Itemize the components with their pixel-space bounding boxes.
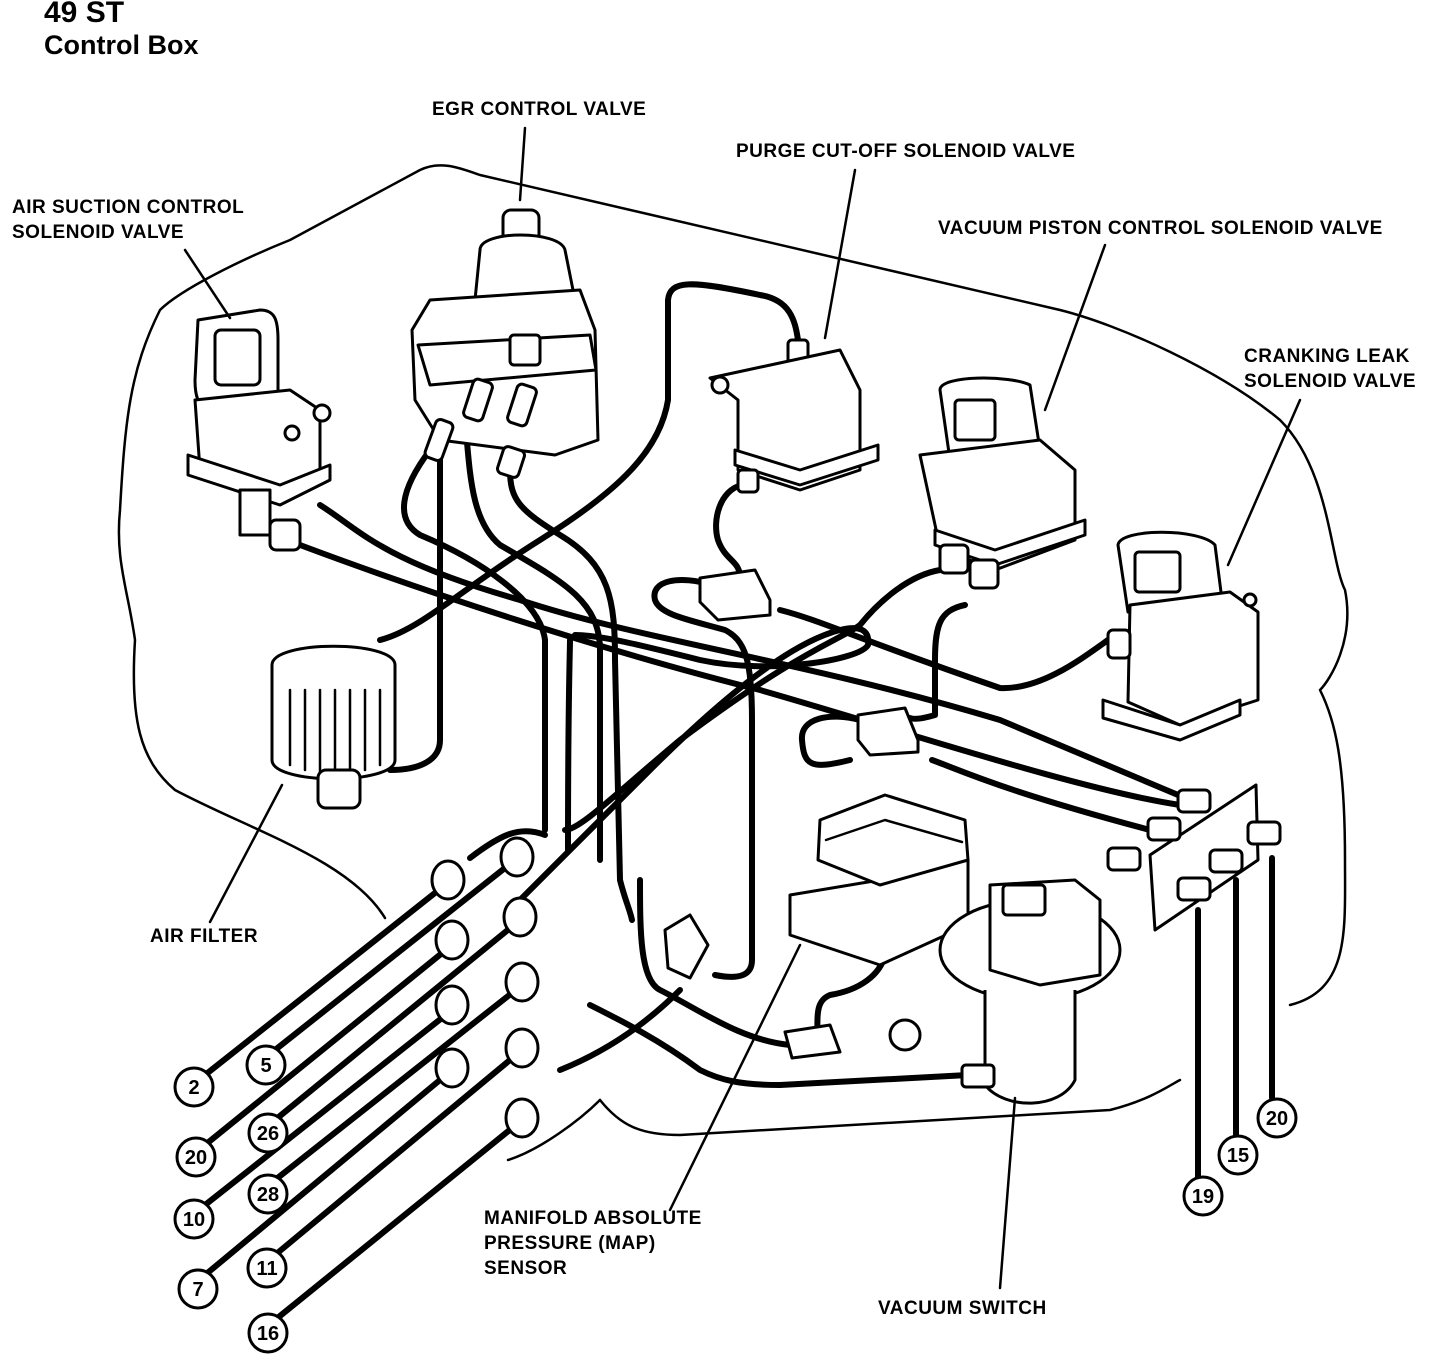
port-circle-ring bbox=[173, 1198, 215, 1240]
port-number: 19 bbox=[1192, 1186, 1214, 1208]
control-box-base-edge bbox=[598, 1078, 1182, 1137]
port-circle-p20-left: 20 bbox=[175, 1136, 217, 1178]
label-purge-cut-off-solenoid-valve: PURGE CUT-OFF SOLENOID VALVE bbox=[736, 141, 1076, 162]
port-number: 7 bbox=[192, 1279, 203, 1301]
port-circle-ring bbox=[246, 1247, 288, 1289]
label-cranking-leak-solenoid-valve: CRANKING LEAK SOLENOID VALVE bbox=[1244, 346, 1417, 392]
label-vacuum-piston-control-solenoid-valve: VACUUM PISTON CONTROL SOLENOID VALVE bbox=[938, 218, 1383, 239]
vacuum-hoses bbox=[297, 281, 1275, 1183]
port-circle-ring bbox=[177, 1268, 219, 1310]
vacuum-switch bbox=[938, 878, 1122, 1105]
label-vacuum-switch: VACUUM SWITCH bbox=[878, 1298, 1047, 1319]
port-number: 20 bbox=[1266, 1108, 1288, 1130]
port-circle-ring bbox=[247, 1173, 289, 1215]
port-number: 10 bbox=[183, 1209, 205, 1231]
air-filter bbox=[270, 644, 397, 810]
port-circle-p2: 2 bbox=[173, 1066, 215, 1108]
port-circle-ring bbox=[245, 1044, 287, 1086]
diagram-title: 49 ST bbox=[44, 0, 125, 29]
map-sensor bbox=[788, 793, 970, 967]
hose-tee-fittings bbox=[663, 568, 922, 1060]
port-circle-ring bbox=[1182, 1175, 1224, 1217]
cranking-leak-solenoid-valve bbox=[1101, 530, 1260, 742]
port-circle-ring bbox=[247, 1312, 289, 1354]
air-suction-control-solenoid-valve bbox=[186, 308, 332, 552]
port-number: 16 bbox=[257, 1323, 279, 1345]
port-circle-ring bbox=[175, 1136, 217, 1178]
label-map-sensor: MANIFOLD ABSOLUTE PRESSURE (MAP) SENSOR bbox=[484, 1208, 702, 1279]
label-air-filter: AIR FILTER bbox=[150, 926, 259, 947]
port-circle-p15: 15 bbox=[1217, 1134, 1259, 1176]
diagram-subtitle: Control Box bbox=[44, 30, 199, 60]
port-hoses bbox=[202, 828, 548, 1323]
port-circle-ring bbox=[1217, 1134, 1259, 1176]
manifold-port-block bbox=[1106, 783, 1282, 932]
port-circle-p11: 11 bbox=[246, 1247, 288, 1289]
port-number: 2 bbox=[188, 1077, 199, 1099]
purge-cut-off-solenoid-valve bbox=[708, 338, 880, 494]
port-circle-p10: 10 bbox=[173, 1198, 215, 1240]
label-air-suction-control-solenoid-valve: AIR SUCTION CONTROL SOLENOID VALVE bbox=[12, 197, 245, 243]
leader-lines bbox=[183, 126, 1302, 1290]
port-circle-p26: 26 bbox=[247, 1112, 289, 1154]
port-sleeves bbox=[430, 836, 540, 1139]
port-number: 5 bbox=[260, 1055, 271, 1077]
port-circle-p28: 28 bbox=[247, 1173, 289, 1215]
port-circles: 2 5 20 26 10 28 7 11 16 19 15 20 bbox=[173, 1044, 1298, 1354]
port-number: 11 bbox=[256, 1258, 277, 1280]
label-egr-control-valve: EGR CONTROL VALVE bbox=[432, 99, 647, 120]
port-circle-p16: 16 bbox=[247, 1312, 289, 1354]
control-box-outline bbox=[117, 164, 1349, 1007]
port-circle-p19: 19 bbox=[1182, 1175, 1224, 1217]
port-circle-p20-right: 20 bbox=[1256, 1097, 1298, 1139]
port-circle-ring bbox=[247, 1112, 289, 1154]
port-circle-p7: 7 bbox=[177, 1268, 219, 1310]
port-circle-ring bbox=[173, 1066, 215, 1108]
egr-control-valve bbox=[410, 208, 600, 479]
port-number: 26 bbox=[257, 1123, 279, 1145]
vacuum-piston-control-solenoid-valve bbox=[918, 376, 1087, 590]
port-circle-p5: 5 bbox=[245, 1044, 287, 1086]
port-number: 15 bbox=[1227, 1145, 1249, 1167]
port-number: 20 bbox=[185, 1147, 207, 1169]
port-circle-ring bbox=[1256, 1097, 1298, 1139]
port-number: 28 bbox=[257, 1184, 279, 1206]
control-box-base-lip bbox=[506, 1098, 602, 1162]
